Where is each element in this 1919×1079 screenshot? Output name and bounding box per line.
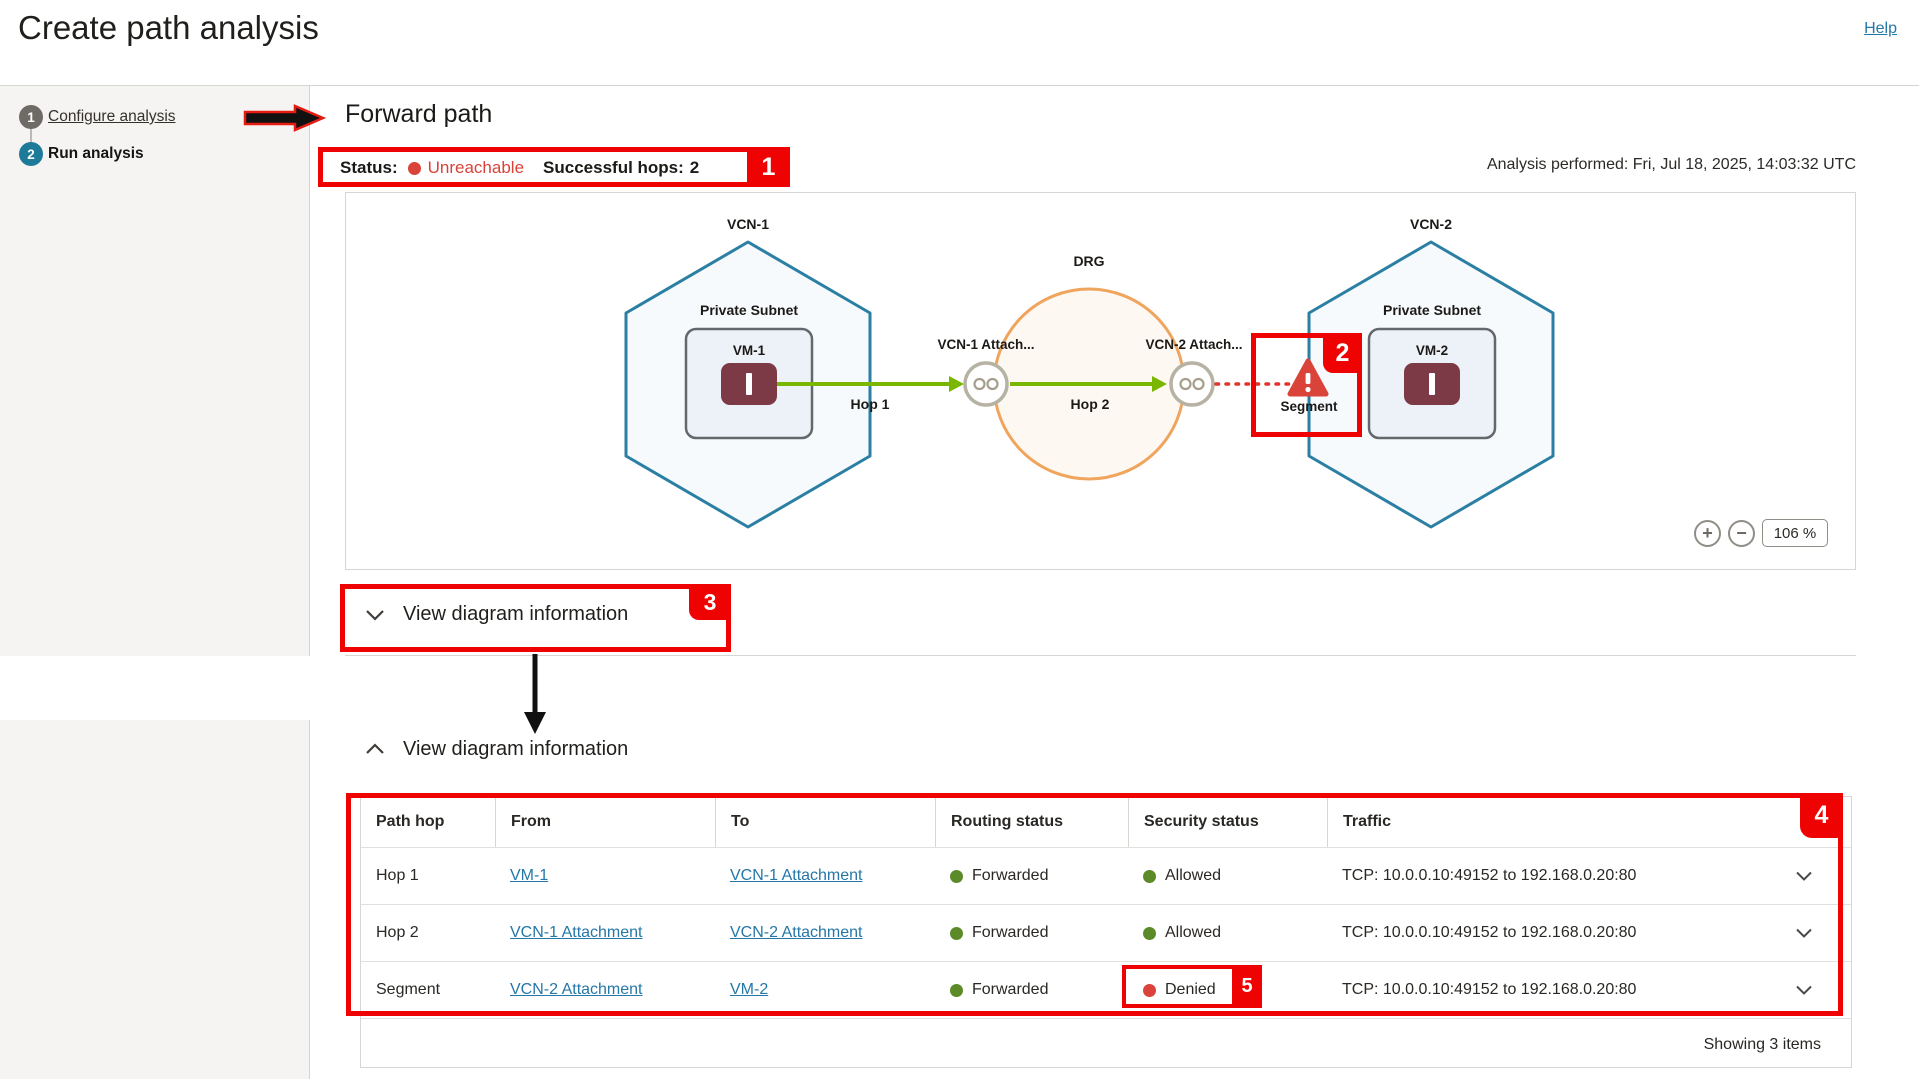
table-header-row: Path hop From To Routing status Security…	[361, 797, 1851, 847]
row-expand-chevron-icon[interactable]	[1795, 871, 1813, 882]
forwarded-status-dot	[950, 926, 963, 940]
network-diagram-panel: VCN-1 Private Subnet VM-1 Hop 1 DRG VCN-…	[345, 192, 1856, 570]
routing-status-cell: Forwarded	[935, 962, 1128, 1018]
table-footer-count: Showing 3 items	[361, 1018, 1851, 1070]
sidebar-item-run-analysis[interactable]: Run analysis	[48, 145, 144, 162]
step-1-circle: 1	[19, 105, 43, 129]
view-diagram-information-label: View diagram information	[403, 737, 629, 760]
vm2-label: VM-2	[1416, 343, 1448, 358]
zoom-out-button[interactable]: −	[1728, 519, 1755, 547]
vcn2-private-subnet-label: Private Subnet	[1383, 302, 1481, 318]
page-header: Create path analysis Help	[0, 0, 1919, 86]
view-diagram-information-toggle-collapsed[interactable]: View diagram information	[345, 570, 1856, 656]
forward-path-heading: Forward path	[345, 100, 493, 128]
hop1-label: Hop 1	[851, 396, 890, 412]
warning-icon	[1287, 358, 1329, 397]
forwarded-status-dot	[950, 983, 963, 997]
vcn1-private-subnet-label: Private Subnet	[700, 302, 798, 318]
vcn2-attachment-node[interactable]	[1169, 361, 1215, 407]
chevron-down-icon	[366, 609, 384, 621]
status-value: Unreachable	[427, 158, 525, 177]
path-hop-cell: Hop 1	[376, 867, 419, 884]
drg-label: DRG	[1073, 253, 1104, 269]
traffic-cell: TCP: 10.0.0.10:49152 to 192.168.0.20:80	[1327, 962, 1851, 1018]
vm1-instance-icon[interactable]	[721, 363, 777, 405]
routing-status-cell: Forwarded	[935, 848, 1128, 904]
hop2-arrow	[1010, 376, 1167, 392]
page-title: Create path analysis	[18, 9, 319, 46]
table-row-hop1: Hop 1 VM-1 VCN-1 Attachment Forwarded Al…	[361, 847, 1851, 904]
vcn1-label: VCN-1	[727, 216, 769, 232]
step-item-configure[interactable]: 1	[19, 105, 43, 129]
annotation-arrow-right	[243, 104, 327, 132]
col-header-to: To	[715, 797, 935, 847]
status-label: Status:	[340, 158, 398, 177]
vcn2-label: VCN-2	[1410, 216, 1452, 232]
to-link[interactable]: VM-2	[730, 981, 769, 998]
chevron-up-icon	[366, 743, 384, 754]
traffic-cell: TCP: 10.0.0.10:49152 to 192.168.0.20:80	[1327, 905, 1851, 961]
unreachable-status-dot	[407, 161, 421, 175]
security-status-cell: Denied	[1128, 962, 1327, 1018]
steps-sidebar: 1 Configure analysis 2 Run analysis	[0, 86, 310, 656]
col-header-traffic: Traffic	[1327, 797, 1851, 847]
hop2-label: Hop 2	[1071, 396, 1110, 412]
table-row-segment: Segment VCN-2 Attachment VM-2 Forwarded …	[361, 961, 1851, 1018]
sidebar-item-configure-analysis[interactable]: Configure analysis	[48, 108, 176, 125]
col-header-from: From	[495, 797, 715, 847]
row-expand-chevron-icon[interactable]	[1795, 928, 1813, 939]
vm1-label: VM-1	[733, 343, 766, 358]
denied-status-dot	[1143, 983, 1156, 997]
vcn2-attachment-label: VCN-2 Attach...	[1145, 337, 1242, 352]
allowed-status-dot	[1143, 926, 1156, 940]
link-icon	[973, 377, 999, 391]
view-diagram-information-label: View diagram information	[403, 603, 629, 625]
path-hop-cell: Hop 2	[376, 924, 419, 941]
vm2-instance-icon[interactable]	[1404, 363, 1460, 405]
forwarded-status-dot	[950, 869, 963, 883]
diagram-zoom-controls: + − 106 %	[1694, 519, 1828, 547]
steps-sidebar-continued	[0, 720, 310, 1079]
link-icon	[1179, 377, 1205, 391]
successful-hops-value: 2	[689, 158, 700, 177]
path-hop-cell: Segment	[376, 981, 441, 998]
from-link[interactable]: VM-1	[510, 867, 549, 884]
vcn1-attachment-node[interactable]	[963, 361, 1009, 407]
zoom-level-display[interactable]: 106 %	[1762, 519, 1828, 547]
view-diagram-information-toggle-expanded[interactable]: View diagram information	[345, 727, 628, 771]
from-link[interactable]: VCN-1 Attachment	[510, 924, 643, 941]
routing-status-cell: Forwarded	[935, 905, 1128, 961]
annotation-arrow-down	[524, 654, 546, 734]
help-link[interactable]: Help	[1864, 20, 1897, 37]
security-status-cell: Allowed	[1128, 848, 1327, 904]
step-connector-line	[30, 129, 32, 142]
allowed-status-dot	[1143, 869, 1156, 883]
row-expand-chevron-icon[interactable]	[1795, 985, 1813, 996]
from-link[interactable]: VCN-2 Attachment	[510, 981, 643, 998]
vcn1-attachment-label: VCN-1 Attach...	[937, 337, 1034, 352]
col-header-routing-status: Routing status	[935, 797, 1128, 847]
to-link[interactable]: VCN-1 Attachment	[730, 867, 863, 884]
traffic-cell: TCP: 10.0.0.10:49152 to 192.168.0.20:80	[1327, 848, 1851, 904]
security-status-cell: Allowed	[1128, 905, 1327, 961]
table-row-hop2: Hop 2 VCN-1 Attachment VCN-2 Attachment …	[361, 904, 1851, 961]
status-row: Status: Unreachable Successful hops: 2	[340, 151, 699, 185]
zoom-in-button[interactable]: +	[1694, 519, 1721, 547]
successful-hops-label: Successful hops:	[543, 158, 684, 177]
col-header-path-hop: Path hop	[376, 813, 445, 830]
network-diagram: VCN-1 Private Subnet VM-1 Hop 1 DRG VCN-…	[624, 216, 1555, 529]
segment-label: Segment	[1280, 399, 1338, 414]
step-2-circle: 2	[19, 142, 43, 166]
hop1-arrow	[777, 376, 964, 392]
col-header-security-status: Security status	[1128, 797, 1327, 847]
annotation-badge-1: 1	[747, 147, 790, 187]
to-link[interactable]: VCN-2 Attachment	[730, 924, 863, 941]
step-item-run[interactable]: 2	[19, 142, 43, 166]
path-hops-table: Path hop From To Routing status Security…	[360, 796, 1852, 1068]
analysis-performed-timestamp: Analysis performed: Fri, Jul 18, 2025, 1…	[1486, 156, 1856, 173]
